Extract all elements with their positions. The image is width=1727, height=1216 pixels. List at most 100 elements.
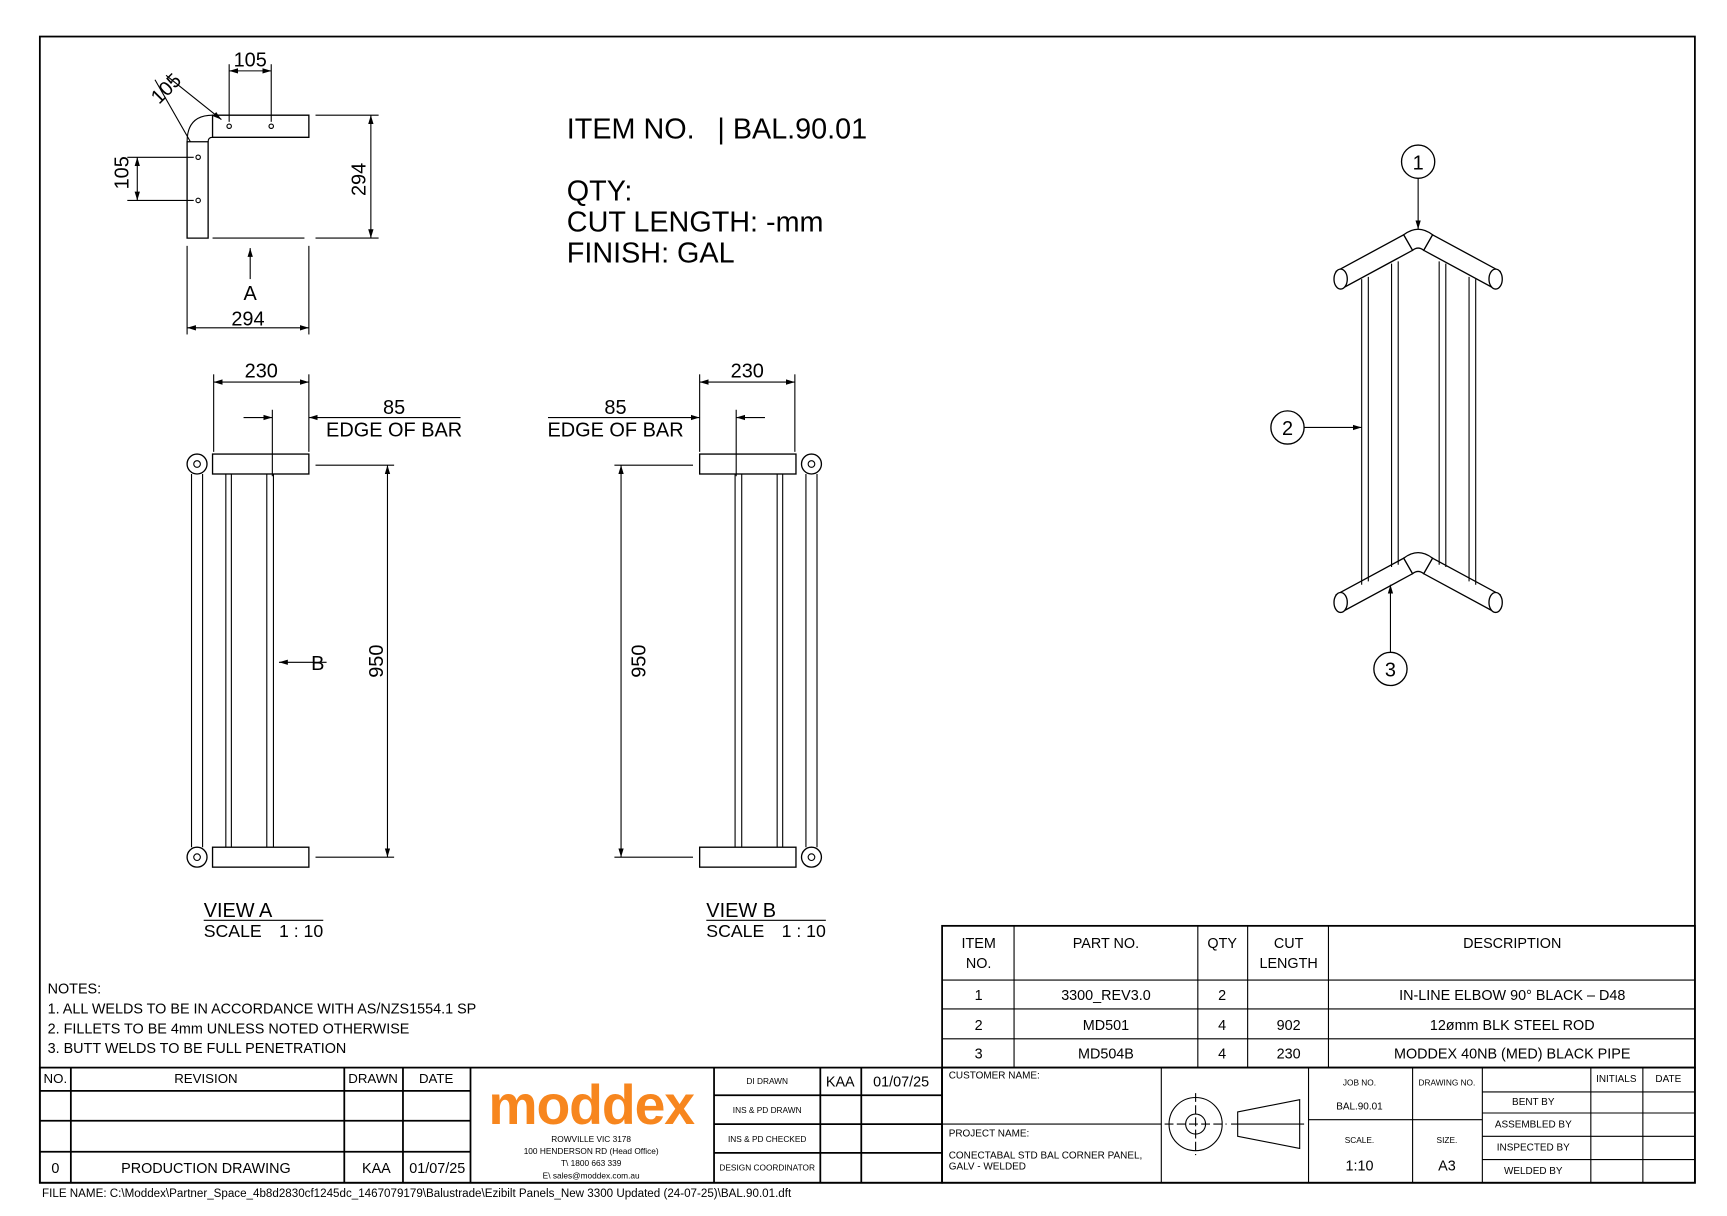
view-a-dim-230: 230: [245, 361, 278, 383]
signoff-welded-by: WELDED BY: [1504, 1166, 1563, 1177]
cut-length-label: CUT LENGTH: -mm: [567, 206, 824, 238]
row-1-part: 3300_REV3.0: [1061, 988, 1151, 1004]
notes-title: NOTES:: [48, 981, 102, 997]
view-b-scale-label: SCALE: [706, 921, 764, 941]
approval-ins-pd-drawn: INS & PD DRAWN: [733, 1105, 802, 1115]
dim-diag-105: 105: [147, 70, 186, 109]
view-a-scale-value: 1 : 10: [279, 921, 323, 941]
row-3-desc: MODDEX 40NB (MED) BLACK PIPE: [1394, 1047, 1630, 1063]
note-3: 3. BUTT WELDS TO BE FULL PENETRATION: [48, 1041, 347, 1057]
finish-label: FINISH: GAL: [567, 237, 735, 269]
note-2: 2. FILLETS TO BE 4mm UNLESS NOTED OTHERW…: [48, 1021, 410, 1037]
view-a-dim-85: 85: [383, 397, 405, 419]
row-2-desc: 12ømm BLK STEEL ROD: [1430, 1018, 1595, 1034]
rev-header-no: NO.: [44, 1071, 68, 1086]
balloon-3: 3: [1385, 660, 1396, 682]
view-arrow-b: B: [311, 653, 324, 675]
approval-di-initials: KAA: [826, 1074, 855, 1090]
table-row: 2 MD501 4 902 12ømm BLK STEEL ROD: [975, 1018, 1595, 1034]
view-a-title: VIEW A: [204, 900, 273, 922]
item-header: ITEM NO. | BAL.90.01 QTY: CUT LENGTH: -m…: [567, 113, 867, 269]
project-name-label: PROJECT NAME:: [949, 1128, 1030, 1139]
approval-ins-pd-checked: INS & PD CHECKED: [728, 1134, 806, 1144]
row-2-part: MD501: [1083, 1018, 1129, 1034]
header-qty: QTY: [1207, 936, 1237, 952]
size-value: A3: [1438, 1159, 1456, 1175]
project-name-line-1: CONECTABAL STD BAL CORNER PANEL,: [949, 1150, 1143, 1161]
item-no-value: | BAL.90.01: [717, 113, 867, 145]
file-name: FILE NAME: C:\Moddex\Partner_Space_4b8d2…: [42, 1187, 792, 1200]
header-part-no: PART NO.: [1073, 936, 1139, 952]
top-view: 105 105 105 294 294 A: [111, 49, 379, 335]
view-a-dim-950: 950: [366, 645, 388, 678]
header-description: DESCRIPTION: [1463, 936, 1561, 952]
rev-header-drawn: DRAWN: [348, 1071, 398, 1086]
balloon-2: 2: [1282, 418, 1293, 440]
view-a: [186, 374, 461, 868]
scale-label: SCALE.: [1345, 1135, 1375, 1145]
view-b-scale-value: 1 : 10: [782, 921, 826, 941]
approvals-table: DI DRAWN KAA 01/07/25 INS & PD DRAWN INS…: [713, 1067, 943, 1183]
balloon-1: 1: [1413, 152, 1424, 174]
phone: T\ 1800 663 339: [561, 1158, 622, 1168]
job-no-label: JOB NO.: [1343, 1077, 1376, 1087]
view-a-scale-label: SCALE: [204, 921, 262, 941]
row-1-desc: IN-LINE ELBOW 90° BLACK – D48: [1399, 988, 1625, 1004]
signoff-assembled-by: ASSEMBLED BY: [1495, 1119, 1572, 1130]
view-b-edge-label: EDGE OF BAR: [547, 419, 683, 441]
title-block: CUSTOMER NAME: PROJECT NAME: CONECTABAL …: [941, 1066, 1696, 1184]
approval-di-drawn: DI DRAWN: [746, 1076, 788, 1086]
email: E\ sales@moddex.com.au: [543, 1170, 640, 1180]
view-b: [548, 374, 821, 867]
view-b-dim-950: 950: [628, 645, 650, 678]
row-3-part: MD504B: [1078, 1047, 1134, 1063]
rev-0-date: 01/07/25: [409, 1161, 465, 1177]
qty-label: QTY:: [567, 175, 633, 207]
row-1-item: 1: [975, 988, 983, 1004]
table-row: 1 3300_REV3.0 2 IN-LINE ELBOW 90° BLACK …: [975, 988, 1626, 1004]
address-line-1: ROWVILLE VIC 3178: [551, 1134, 631, 1144]
row-3-qty: 4: [1218, 1047, 1226, 1063]
approval-design-coordinator: DESIGN COORDINATOR: [719, 1163, 815, 1173]
dim-width-294: 294: [231, 309, 264, 331]
item-no-label: ITEM NO.: [567, 113, 695, 145]
dim-side-105: 105: [111, 156, 133, 189]
row-1-qty: 2: [1218, 988, 1226, 1004]
parts-table: ITEM NO. PART NO. QTY CUT LENGTH DESCRIP…: [941, 924, 1696, 1069]
note-1: 1. ALL WELDS TO BE IN ACCORDANCE WITH AS…: [48, 1001, 477, 1017]
address-line-2: 100 HENDERSON RD (Head Office): [524, 1146, 659, 1156]
customer-name-label: CUSTOMER NAME:: [949, 1071, 1040, 1082]
drawing-no-label: DRAWING NO.: [1418, 1077, 1475, 1087]
dim-top-105: 105: [234, 49, 267, 71]
view-arrow-a: A: [244, 283, 258, 305]
notes: NOTES: 1. ALL WELDS TO BE IN ACCORDANCE …: [48, 981, 477, 1057]
row-2-cut: 902: [1277, 1018, 1301, 1034]
logo-text: moddex: [488, 1074, 695, 1136]
row-2-item: 2: [975, 1018, 983, 1034]
approval-di-date: 01/07/25: [873, 1074, 929, 1090]
row-2-qty: 4: [1218, 1018, 1226, 1034]
row-3-cut: 230: [1277, 1047, 1301, 1063]
job-no-value: BAL.90.01: [1336, 1102, 1383, 1113]
header-item: ITEM: [961, 936, 995, 952]
table-row: 3 MD504B 4 230 MODDEX 40NB (MED) BLACK P…: [975, 1047, 1631, 1063]
view-b-title: VIEW B: [706, 900, 776, 922]
rev-0-drawn: KAA: [362, 1161, 391, 1177]
signoff-bent-by: BENT BY: [1512, 1097, 1555, 1108]
view-b-dim-230: 230: [731, 361, 764, 383]
size-label: SIZE.: [1437, 1135, 1458, 1145]
header-length: LENGTH: [1259, 956, 1317, 972]
rev-header-revision: REVISION: [174, 1071, 237, 1086]
view-b-dim-85: 85: [604, 397, 626, 419]
rev-header-date: DATE: [419, 1071, 454, 1086]
scale-value: 1:10: [1345, 1159, 1373, 1175]
row-3-item: 3: [975, 1047, 983, 1063]
date-label: DATE: [1655, 1074, 1681, 1085]
rev-0-revision: PRODUCTION DRAWING: [121, 1161, 291, 1177]
dim-height-294: 294: [348, 163, 370, 196]
project-name-line-2: GALV - WELDED: [949, 1161, 1026, 1172]
isometric-view: 1 2 3: [1270, 144, 1503, 687]
rev-0-no: 0: [51, 1161, 59, 1177]
header-item-no: NO.: [966, 956, 992, 972]
